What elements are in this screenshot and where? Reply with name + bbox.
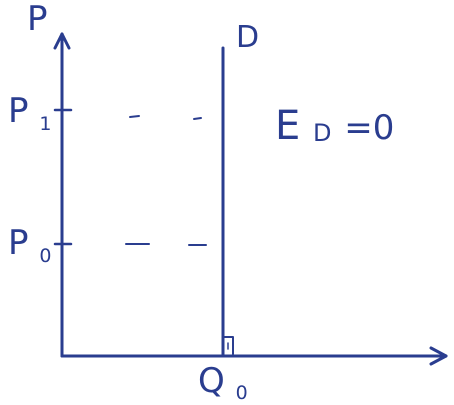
quantity-label-sub: 0 [236,382,248,404]
price-low-label: P 0 [8,223,51,267]
price-high-label-sub: 1 [39,113,51,135]
y-axis-arrowhead [53,32,71,50]
demand-label: D [236,20,259,55]
price-high-label: P 1 [8,91,51,135]
price-high-label-base: P [8,91,29,131]
right-angle-marker [222,336,234,355]
x-axis-arrowhead [429,346,448,366]
elasticity-label-base: E [275,103,300,149]
quantity-label-base: Q [198,361,225,401]
price-high-dash-2 [193,117,202,120]
price-low-label-base: P [8,223,29,263]
price-low-label-sub: 0 [39,245,51,267]
elasticity-label: E D =0 [275,103,394,151]
price-high-dash-1 [129,115,140,118]
quantity-label: Q 0 [198,361,248,404]
elasticity-label-tail: =0 [344,108,394,148]
elasticity-label-sub: D [313,119,331,147]
y-axis-label: P [27,0,48,39]
